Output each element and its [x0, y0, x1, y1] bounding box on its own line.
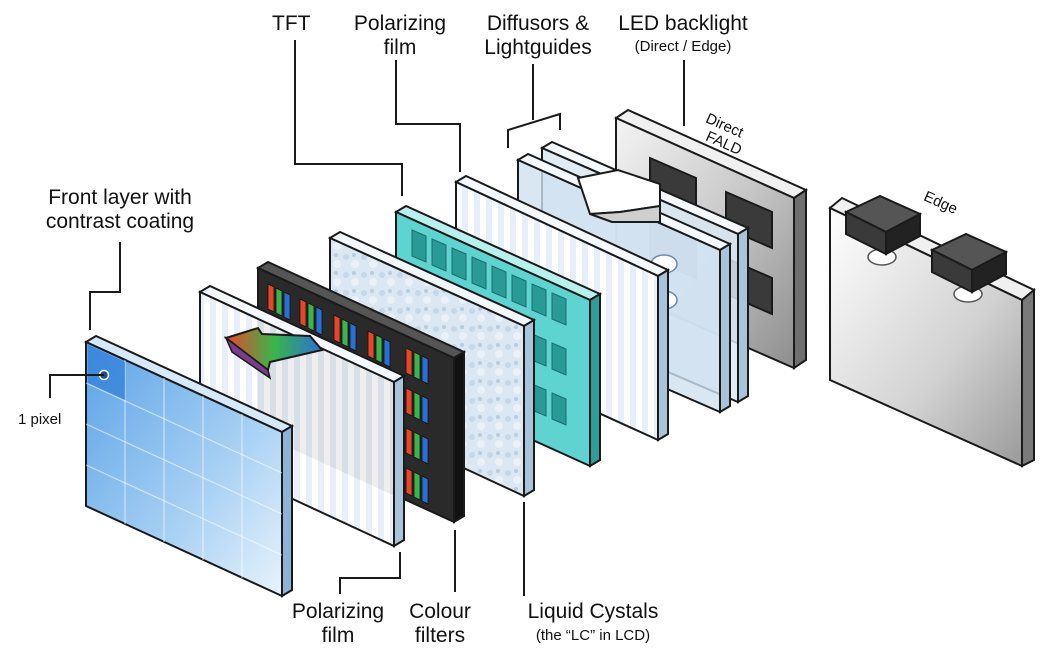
edge-led-2	[929, 232, 1009, 303]
leader-polarizing-top	[395, 60, 461, 172]
label-front-layer-line1: Front layer with	[48, 186, 192, 209]
rgb-subpixels	[267, 283, 429, 505]
label-colour-filters: Colour filters	[400, 600, 480, 648]
label-liquid-crystals: Liquid Cystals (the “LC” in LCD)	[512, 600, 674, 644]
pixel-grid	[85, 360, 283, 578]
label-one-pixel: 1 pixel	[18, 411, 62, 428]
label-colour-filters-line2: filters	[414, 624, 466, 648]
edge-led-1	[843, 194, 923, 266]
leader-front-layer	[89, 242, 121, 330]
label-liquid-crystals-sub: (the “LC” in LCD)	[535, 627, 651, 645]
leader-diffusors-bracket	[507, 112, 561, 148]
label-polarizing-bottom-line1: Polarizing	[291, 600, 385, 623]
label-led-backlight: LED backlight (Direct / Edge)	[610, 12, 756, 55]
leader-polarizing-bottom	[339, 552, 401, 594]
label-polarizing-top: Polarizing film	[340, 12, 460, 60]
label-liquid-crystals-line1: Liquid Cystals	[527, 600, 659, 623]
label-diffusors-line2: Lightguides	[484, 36, 592, 60]
label-led-backlight-sub: (Direct / Edge)	[634, 38, 732, 56]
label-diffusors: Diffusors & Lightguides	[474, 12, 602, 60]
leader-tft	[294, 40, 403, 196]
label-polarizing-top-line1: Polarizing	[353, 12, 447, 35]
label-colour-filters-line1: Colour	[409, 600, 471, 623]
front-contrast-layer	[83, 334, 295, 598]
label-polarizing-bottom: Polarizing film	[278, 600, 398, 648]
label-polarizing-bottom-line2: film	[321, 624, 355, 648]
light-direction-arrow-back	[576, 168, 661, 223]
label-tft: TFT	[272, 12, 311, 35]
label-front-layer-line2: contrast coating	[45, 210, 195, 234]
leader-lines	[49, 40, 685, 596]
label-front-layer: Front layer with contrast coating	[22, 186, 218, 234]
light-direction-arrow-front	[223, 326, 324, 380]
label-polarizing-top-line2: film	[383, 36, 417, 60]
label-diffusors-line1: Diffusors &	[486, 12, 590, 35]
leader-one-pixel	[49, 374, 104, 398]
label-led-backlight-line1: LED backlight	[618, 12, 748, 35]
